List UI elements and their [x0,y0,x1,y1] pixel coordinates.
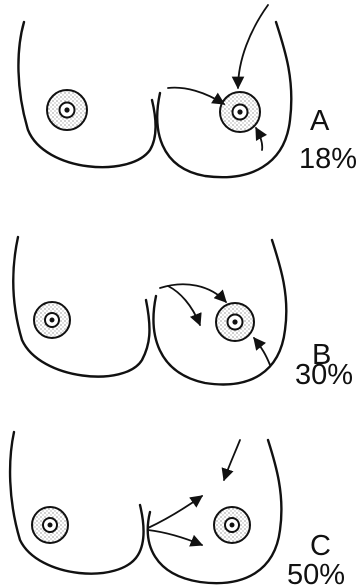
left-breast-outline [10,432,144,574]
panel-c: C 50% [10,432,345,588]
panel-b: B 30% [13,237,353,391]
arrow-from-below [254,338,270,365]
right-nipple-center [237,109,242,114]
left-breast-outline [13,237,149,377]
right-nipple-center [232,319,237,324]
arrow-from-below [256,128,262,150]
left-breast-outline [18,22,155,167]
panel-a: A 18% [18,5,357,177]
left-nipple-center [48,523,53,528]
panel-a-letter: A [310,105,330,137]
arrow-from-top [238,5,268,88]
arrow-from-fold [168,88,224,104]
right-breast-outline [148,440,282,583]
panel-a-percent: 18% [299,143,357,175]
panel-c-percent: 50% [287,559,345,588]
right-nipple-center [230,523,235,528]
arrow-up-right [148,496,202,528]
panel-c-letter: C [310,530,331,562]
arrow-down [168,286,200,325]
left-nipple-center [64,107,69,112]
panel-b-percent: 30% [295,359,353,391]
arrow-down-right [148,530,202,545]
arrow-from-top [224,440,240,480]
left-nipple-center [50,318,55,323]
